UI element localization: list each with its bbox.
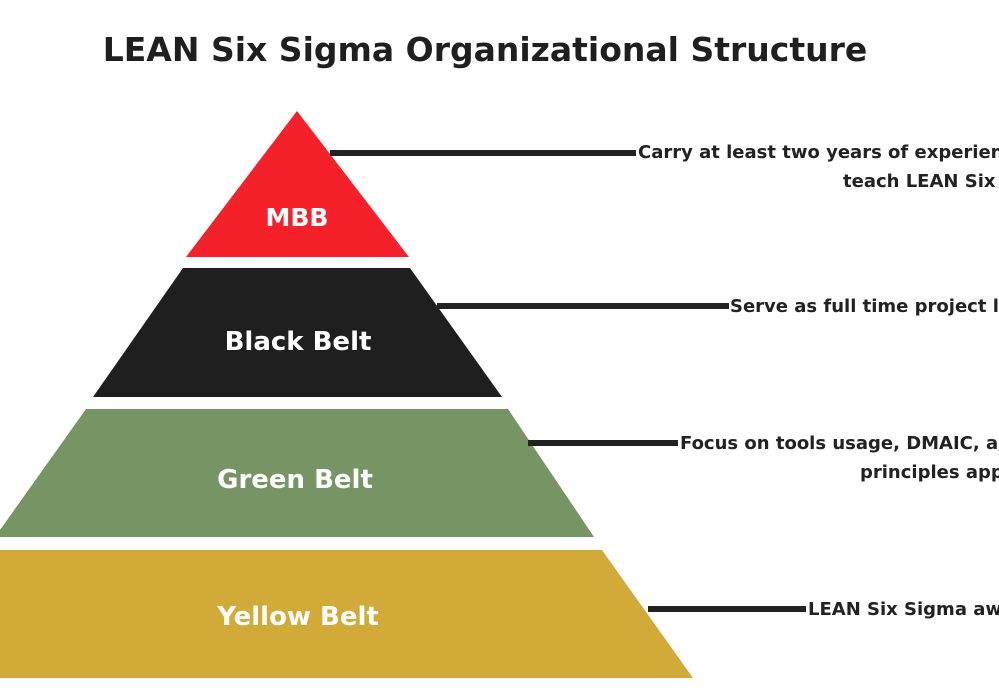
mbb-description: Carry at least two years of experienc te… <box>638 138 999 196</box>
green-belt-description-line-1: Focus on tools usage, DMAIC, an <box>680 433 999 454</box>
tier-yellow-belt-shape <box>0 550 693 678</box>
tier-black-belt-label: Black Belt <box>224 327 372 357</box>
tier-black-belt-shape <box>93 268 502 397</box>
black-belt-description-line-1: Serve as full time project le <box>730 296 999 317</box>
tier-yellow-belt-label: Yellow Belt <box>217 602 379 632</box>
tier-mbb-label: MBB <box>265 203 329 232</box>
page-title: LEAN Six Sigma Organizational Structure <box>102 30 868 69</box>
black-belt-connector-line <box>437 303 729 309</box>
mbb-connector-line <box>330 150 636 156</box>
green-belt-description: Focus on tools usage, DMAIC, an principl… <box>680 429 999 487</box>
black-belt-description: Serve as full time project le <box>730 292 999 321</box>
tier-green-belt-shape <box>0 409 594 537</box>
yellow-belt-description: LEAN Six Sigma awa <box>808 595 999 624</box>
green-belt-connector-line <box>528 440 678 446</box>
tier-mbb-shape <box>186 111 409 257</box>
green-belt-description-line-2: principles app <box>860 462 999 483</box>
mbb-description-line-2: teach LEAN Six S <box>843 171 999 192</box>
yellow-belt-connector-line <box>648 606 806 612</box>
mbb-description-line-1: Carry at least two years of experienc <box>638 142 999 163</box>
tier-green-belt-label: Green Belt <box>217 465 373 495</box>
yellow-belt-description-line-1: LEAN Six Sigma awa <box>808 599 999 620</box>
